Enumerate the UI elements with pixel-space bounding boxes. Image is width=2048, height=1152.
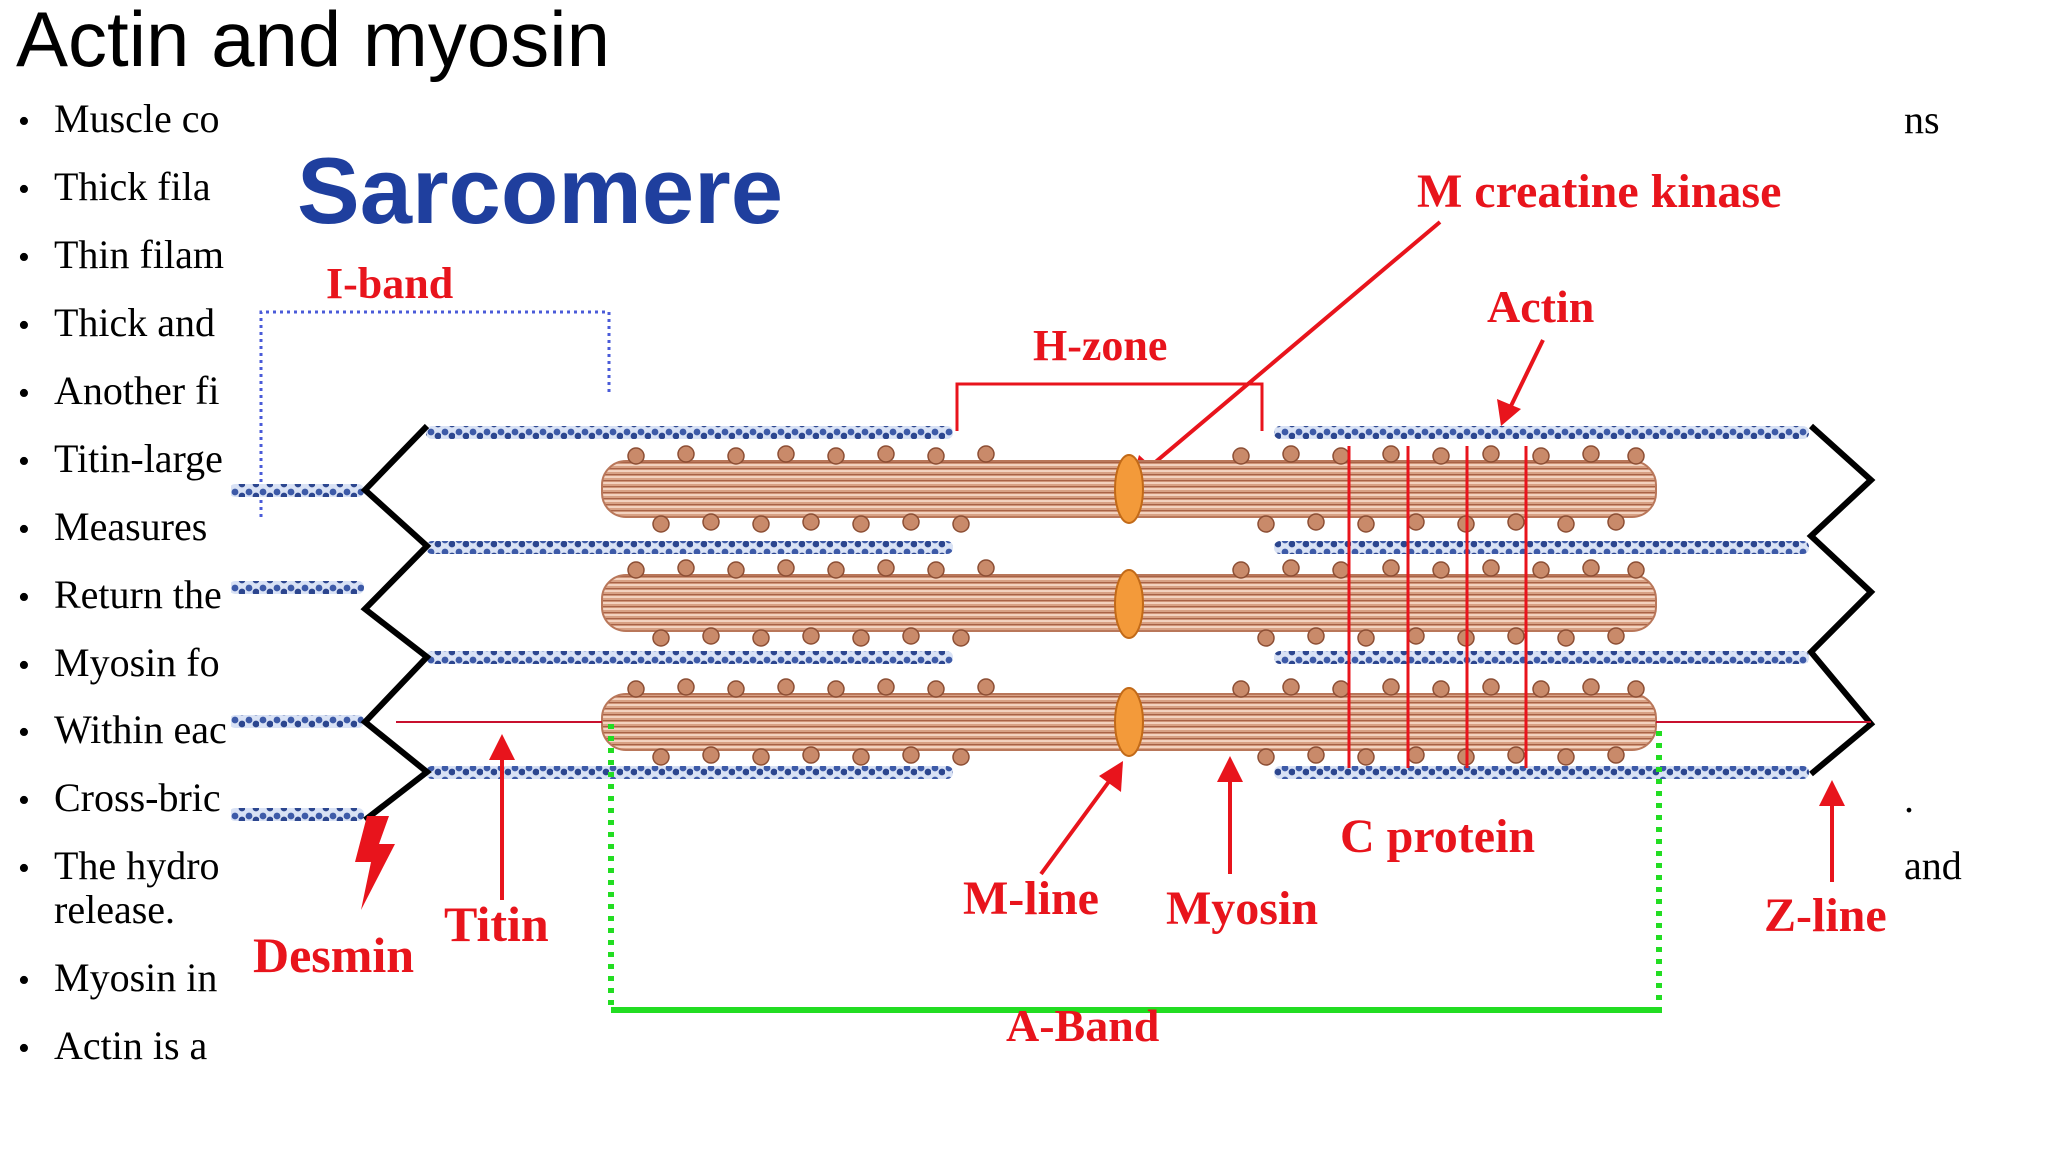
bullet-text: Return the <box>54 572 222 617</box>
label-z-line: Z-line <box>1764 889 1887 942</box>
bullet-dot: • <box>18 103 30 140</box>
arrowhead <box>1099 761 1123 792</box>
label-actin: Actin <box>1487 281 1594 332</box>
slide-title: Actin and myosin <box>16 0 610 83</box>
bullet-text: Myosin fo <box>54 640 220 685</box>
diagram-title: Sarcomere <box>297 138 783 243</box>
label-i-band: I-band <box>326 259 453 308</box>
bullet-item: • Actin is a <box>18 1023 207 1072</box>
bullet-text: Myosin in <box>54 955 218 1000</box>
bullet-item: • Myosin fo <box>18 640 220 689</box>
bullet-dot: • <box>18 511 30 548</box>
h-zone-bracket <box>955 382 1264 431</box>
bullet-item: • Thin filam <box>18 232 224 281</box>
c-protein-lines <box>1347 446 1528 768</box>
bullet-item: • Cross-bric <box>18 775 221 824</box>
actin-filaments-left <box>231 426 953 821</box>
sarcomere-svg: Sarcomere I-band H-zone M creatine kinas… <box>231 104 1901 1152</box>
bullet-text: Another fi <box>54 368 220 413</box>
bullet-dot: • <box>18 579 30 616</box>
label-c-protein: C protein <box>1340 810 1535 863</box>
bullet-dot: • <box>18 239 30 276</box>
bullet-text: Actin is a <box>54 1023 208 1068</box>
desmin-bolt-icon <box>355 816 395 910</box>
label-h-zone: H-zone <box>1033 321 1167 370</box>
bullet-text: Thin filam <box>54 232 224 277</box>
m-line-ovals <box>1114 454 1144 757</box>
bullet-text: Thick and <box>54 300 216 345</box>
bullet-item: • Titin-large <box>18 436 223 485</box>
bullet-dot: • <box>18 443 30 480</box>
bullet-text: Cross-bric <box>54 775 221 820</box>
label-myosin: Myosin <box>1166 882 1318 935</box>
bullet-text: Within eac <box>54 707 227 752</box>
bullet-text: The hydro <box>54 843 220 888</box>
bullet-text: Measures <box>54 504 208 549</box>
bullet-dot: • <box>18 782 30 819</box>
sarcomere-diagram: Sarcomere I-band H-zone M creatine kinas… <box>231 104 1901 1152</box>
bullet-dot: • <box>18 171 30 208</box>
bullet-item: • The hydro <box>18 843 220 892</box>
z-line-left <box>360 423 432 823</box>
bullet-tail: ns <box>1904 97 1940 142</box>
bullet-tail: . <box>1904 776 1914 821</box>
bullet-item: • Thick and <box>18 300 215 349</box>
bullet-item: • Myosin in <box>18 955 217 1004</box>
bullet-dot: • <box>18 850 30 887</box>
arrowhead <box>1217 756 1243 782</box>
bullet-tail: and <box>1904 843 1962 888</box>
bullet-text: release. <box>54 887 176 932</box>
bullet-item: • Within eac <box>18 707 227 756</box>
label-m-line: M-line <box>963 872 1099 925</box>
arrowhead <box>1497 399 1521 426</box>
bullet-item: • Thick fila <box>18 164 211 213</box>
bullet-item: • Measures <box>18 504 207 553</box>
label-desmin: Desmin <box>253 927 414 983</box>
bullet-dot: • <box>18 714 30 751</box>
arrowhead <box>1819 780 1845 806</box>
i-band-bracket <box>259 310 611 517</box>
bullet-continuation: release. <box>54 887 175 933</box>
label-m-creatine-kinase: M creatine kinase <box>1417 165 1781 218</box>
bullet-dot: • <box>18 962 30 999</box>
label-a-band: A-Band <box>1006 1000 1160 1051</box>
bullet-item: • Muscle co <box>18 96 220 145</box>
arrowhead <box>489 734 515 760</box>
bullet-dot: • <box>18 307 30 344</box>
bullet-item: • Another fi <box>18 368 220 417</box>
bullet-text: Thick fila <box>54 164 211 209</box>
bullet-dot: • <box>18 647 30 684</box>
bullet-text: Muscle co <box>54 96 220 141</box>
bullet-text: Titin-large <box>54 436 223 481</box>
label-titin: Titin <box>444 896 549 952</box>
a-band-bracket <box>608 724 1662 1013</box>
z-line-right <box>1806 423 1876 777</box>
bullet-dot: • <box>18 1030 30 1067</box>
bullet-dot: • <box>18 375 30 412</box>
bullet-item: • Return the <box>18 572 222 621</box>
